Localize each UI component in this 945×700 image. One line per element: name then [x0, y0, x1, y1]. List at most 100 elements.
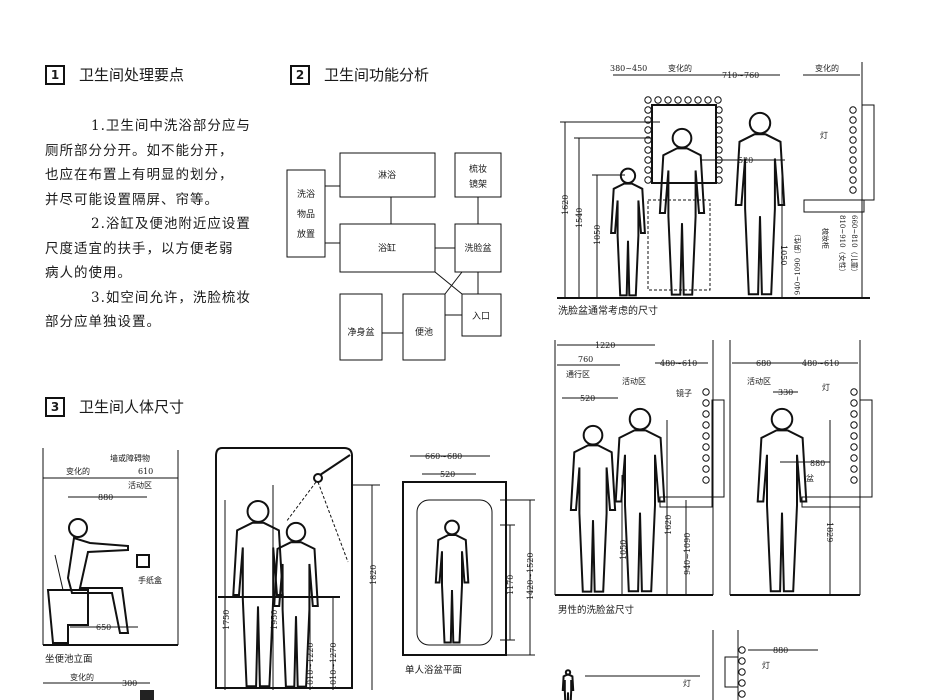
- light-bulb-icon: [849, 166, 857, 174]
- mirror: [651, 104, 717, 184]
- human-figure: [614, 407, 666, 593]
- box-label: 洗浴: [297, 188, 315, 200]
- figure-caption: 单人浴盆平面: [405, 664, 462, 676]
- section-2-heading: 2 卫生间功能分析: [290, 64, 429, 85]
- light-bulb-icon: [644, 116, 652, 124]
- bathtub-outer: [402, 481, 507, 656]
- light-bulb-icon: [715, 116, 723, 124]
- figure-caption: 洗脸盆通常考虑的尺寸: [558, 304, 658, 317]
- toilet: [46, 589, 89, 644]
- seated-figure: [66, 536, 130, 634]
- dim-label: 1820: [369, 565, 378, 585]
- section-1-heading: 1 卫生间处理要点: [45, 64, 184, 85]
- section-number: 1: [45, 64, 65, 85]
- figure-caption: 男性的洗脸盆尺寸: [558, 604, 635, 616]
- light-bulb-icon: [702, 465, 710, 473]
- text-line: 2.浴缸及便池附近应设置: [91, 216, 251, 232]
- light-bulb-icon: [715, 126, 723, 134]
- human-head: [68, 518, 88, 538]
- human-body: [569, 444, 617, 593]
- light-bulb-icon: [715, 176, 723, 184]
- light-bulb-icon: [849, 176, 857, 184]
- dim-label: 1829: [825, 522, 834, 542]
- light-bulb-icon: [702, 476, 710, 484]
- text-line: 尺度适宜的扶手，以方便老弱: [45, 240, 234, 257]
- light-bulb-icon: [738, 668, 746, 676]
- dim-label: 梳妆柜: [821, 228, 830, 249]
- human-body: [434, 534, 470, 644]
- dim-label: 880: [98, 493, 113, 502]
- dim-label: 520: [580, 394, 595, 403]
- dim-label: 通行区: [566, 369, 590, 379]
- light-bulb-icon: [715, 106, 723, 114]
- light-bulb-icon: [715, 146, 723, 154]
- box-label: 淋浴: [378, 169, 396, 181]
- human-head: [748, 111, 772, 135]
- section-3-heading: 3 卫生间人体尺寸: [45, 396, 184, 417]
- light-bulb-icon: [704, 96, 712, 104]
- dim-label: 墙或障碍物: [110, 453, 150, 463]
- figure-male-washbasin: 1220 760 通行区 活动区 520 480~610 镜子 1050 162…: [554, 340, 873, 698]
- human-figure: [434, 519, 470, 644]
- dim-label: 变化的: [668, 63, 692, 73]
- light-bulb-icon: [702, 421, 710, 429]
- light-bulb-icon: [849, 126, 857, 134]
- light-bulb-icon: [644, 136, 652, 144]
- dim-label: 1050: [779, 245, 788, 265]
- text-line: 1.卫生间中洗浴部分应与: [91, 118, 251, 134]
- light-bulb-icon: [850, 443, 858, 451]
- human-body: [756, 429, 808, 593]
- figure-bathtub-plan: 660~680 520 1170 1420~1520 单人浴盆平面: [402, 452, 535, 676]
- dim-label: 活动区: [128, 480, 152, 490]
- dim-label: 880: [773, 646, 788, 655]
- dim-label: 1050: [593, 225, 602, 245]
- dim-label: 380~450: [610, 64, 647, 73]
- dim-label: 940~1090（男性）: [793, 230, 802, 295]
- box-mirror-rack: [454, 152, 502, 198]
- light-bulb-icon: [850, 465, 858, 473]
- box-label: 净身盆: [347, 326, 374, 338]
- box-label: 物品: [297, 208, 315, 220]
- section-title: 卫生间处理要点: [79, 66, 185, 84]
- human-figure: [734, 111, 786, 296]
- dim-label: 活动区: [622, 376, 646, 386]
- light-bulb-icon: [849, 186, 857, 194]
- human-body: [232, 521, 284, 688]
- box-shower: [339, 152, 436, 198]
- dim-label: 610: [138, 467, 153, 476]
- dim-label: 灯: [762, 660, 770, 670]
- light-bulb-icon: [702, 399, 710, 407]
- section-number: 2: [290, 64, 310, 85]
- light-bulb-icon: [738, 646, 746, 654]
- light-bulb-icon: [674, 96, 682, 104]
- dim-label: 480~610: [660, 359, 697, 368]
- dim-label: 灯: [820, 130, 828, 140]
- dim-label: 1010~1220: [306, 643, 315, 690]
- light-bulb-icon: [738, 679, 746, 687]
- dim-label: 1050: [619, 540, 628, 560]
- dim-label: 灯: [822, 382, 830, 392]
- human-body: [273, 541, 319, 688]
- human-body: [561, 673, 575, 700]
- section-number: 3: [45, 396, 65, 417]
- human-figure: [273, 521, 319, 688]
- dim-label: 1620: [664, 515, 673, 535]
- dim-label: 1620: [561, 195, 570, 215]
- figure-bottom-partial: 880 灯 灯: [585, 630, 818, 700]
- human-head: [246, 499, 270, 523]
- box-toilet: [402, 293, 446, 361]
- light-bulb-icon: [849, 116, 857, 124]
- dim-label: 710~760: [722, 71, 759, 80]
- dim-label: 1950: [270, 610, 279, 630]
- human-head: [582, 424, 604, 446]
- dim-label: 1750: [222, 610, 231, 630]
- light-bulb-icon: [702, 388, 710, 396]
- text-line: 也应在布置上有明显的划分，: [45, 167, 234, 183]
- human-figure: [569, 424, 617, 593]
- light-bulb-icon: [738, 657, 746, 665]
- shower-arm: [319, 454, 351, 476]
- dim-label: 变化的: [70, 672, 94, 682]
- light-bulb-icon: [694, 96, 702, 104]
- dim-label: 330: [778, 388, 793, 397]
